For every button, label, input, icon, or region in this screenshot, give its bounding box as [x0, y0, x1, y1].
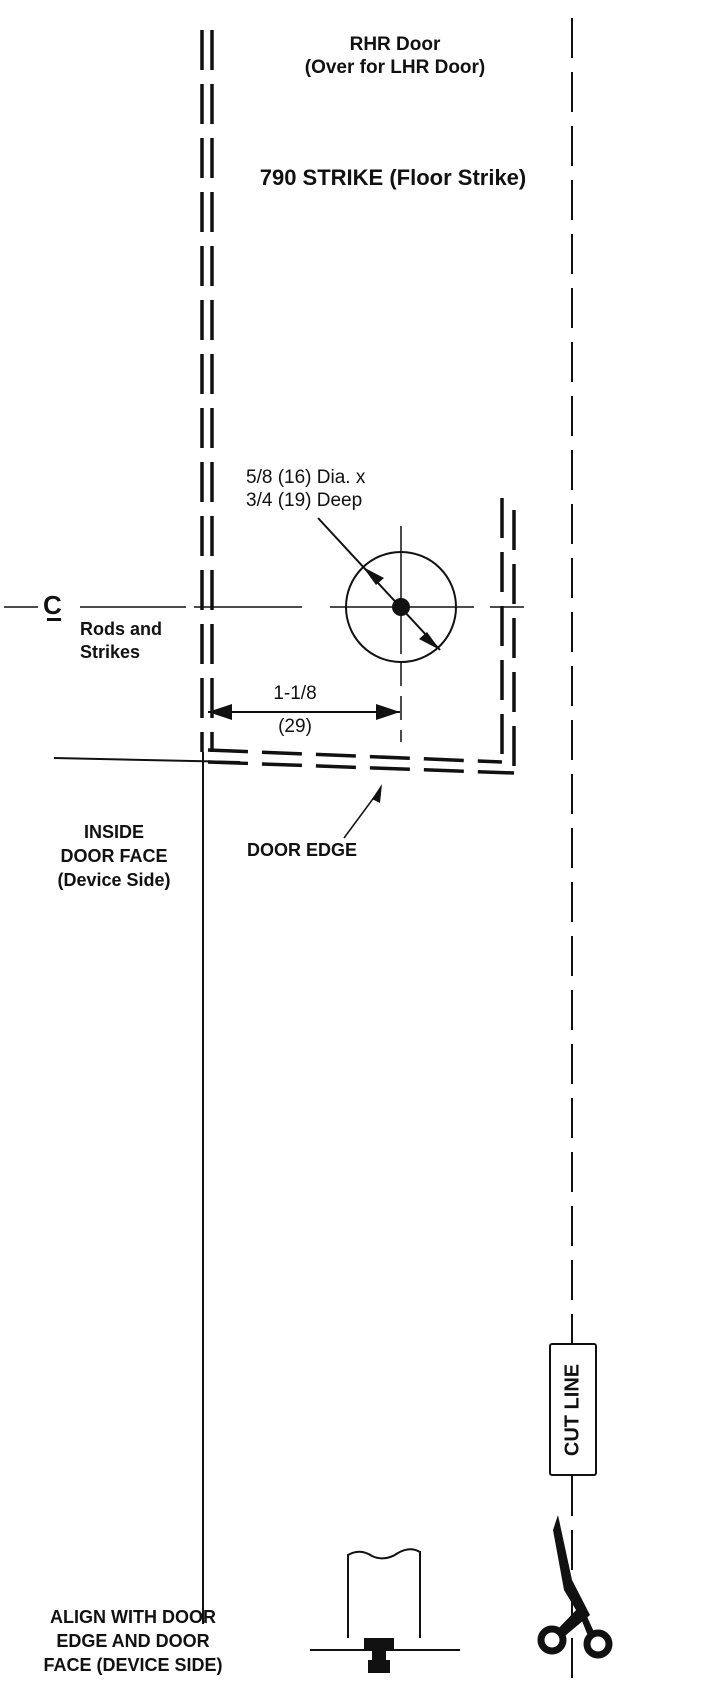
door-edge-bottom-double-line	[207, 748, 515, 775]
inside-face-line2: DOOR FACE	[60, 846, 168, 866]
align-horizontal-line	[53, 757, 241, 763]
centerline-label-line2: Strikes	[80, 642, 141, 662]
door-edge-vertical-double-line	[500, 498, 516, 772]
inside-face-line3: (Device Side)	[57, 870, 171, 890]
align-note-line2: EDGE AND DOOR	[56, 1631, 210, 1651]
door-hand-note: (Over for LHR Door)	[304, 57, 486, 78]
inside-face-line1: INSIDE	[83, 822, 145, 842]
door-edge-leader	[343, 791, 379, 839]
centerline-symbol: C	[43, 590, 62, 621]
hole-leader-arrow-up	[363, 567, 384, 585]
hole-leader-arrow-down	[419, 632, 440, 650]
dimension-value: 1-1/8	[273, 683, 317, 704]
rod-body	[347, 1548, 421, 1638]
rod-collar	[364, 1638, 394, 1650]
align-note-line1: ALIGN WITH DOOR	[50, 1607, 216, 1627]
door-face-double-line	[200, 30, 214, 752]
door-edge-arrow	[372, 784, 382, 803]
dimension-arrow-right	[376, 704, 400, 720]
rod-strike-base	[368, 1660, 390, 1673]
cut-line-label: CUT LINE	[561, 1363, 584, 1456]
centerline-symbol-char: C	[43, 590, 62, 620]
hole-leader-line	[317, 517, 441, 651]
centerline-label-line1: Rods and	[80, 619, 163, 639]
door-hand-label: RHR Door	[349, 34, 441, 55]
diagram-title: 790 STRIKE (Floor Strike)	[259, 165, 527, 190]
scissors-icon	[537, 1515, 613, 1659]
dimension-metric: (29)	[278, 716, 312, 737]
align-note-line3: FACE (DEVICE SIDE)	[43, 1655, 223, 1675]
hole-spec-diameter: 5/8 (16) Dia. x	[246, 467, 366, 488]
dimension-arrow-left	[208, 704, 232, 720]
door-edge-label: DOOR EDGE	[246, 840, 358, 860]
centerline-symbol-stem	[47, 618, 61, 621]
hole-spec-depth: 3/4 (19) Deep	[246, 490, 363, 511]
cut-line-box: CUT LINE	[549, 1343, 597, 1476]
rod-foot	[372, 1650, 386, 1660]
